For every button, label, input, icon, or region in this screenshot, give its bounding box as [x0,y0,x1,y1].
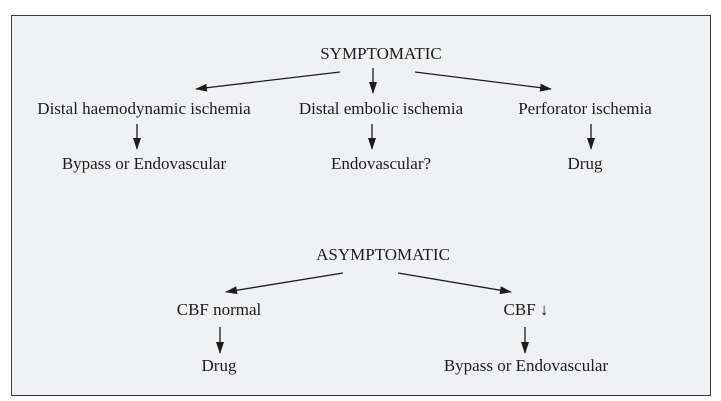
arrow-asymptomatic-to-cbf-decreased [397,272,512,295]
diagram-frame [11,15,711,396]
symptomatic-title: SYMPTOMATIC [320,44,442,63]
condition-perforator: Perforator ischemia [518,99,652,118]
asymptomatic-title: ASYMPTOMATIC [316,245,450,264]
arrow-symptomatic-to-perforator [414,71,552,92]
treatment-perforator: Drug [567,154,603,173]
condition-cbf-decreased: CBF ↓ [503,300,549,319]
arrow-symptomatic-to-haemodynamic [195,71,341,92]
treatment-haemodynamic: Bypass or Endovascular [61,154,227,173]
treatment-embolic: Endovascular? [330,154,432,173]
condition-cbf-normal: CBF normal [176,300,262,319]
condition-distal-haemodynamic: Distal haemodynamic ischemia [37,99,251,118]
arrow-asymptomatic-to-cbf-normal [225,272,344,295]
treatment-cbf-decreased: Bypass or Endovascular [443,356,609,375]
treatment-cbf-normal: Drug [201,356,237,375]
condition-distal-embolic: Distal embolic ischemia [298,99,464,118]
